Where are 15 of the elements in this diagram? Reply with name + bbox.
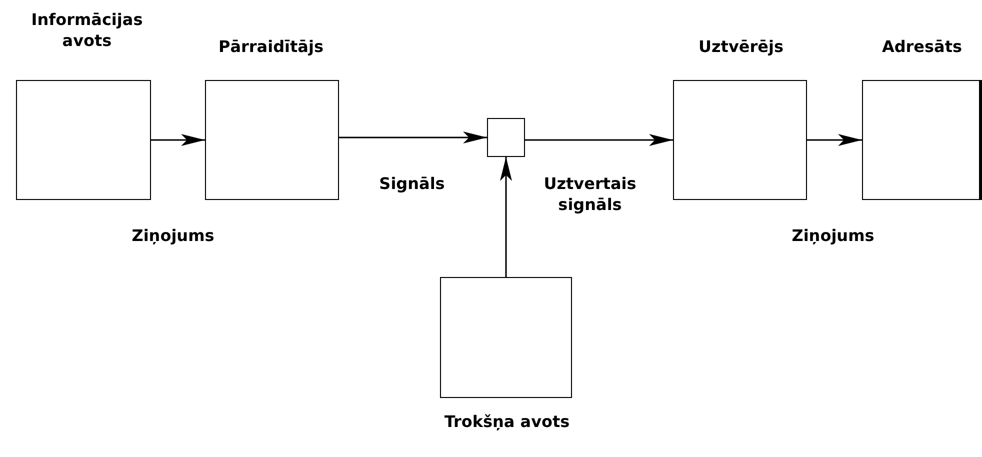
block-title: Informācijas avots xyxy=(30,9,144,51)
arrow xyxy=(525,134,673,146)
signal-label: Signāls xyxy=(378,173,446,194)
summing-box xyxy=(487,118,525,157)
block-title: Pārraidītājs xyxy=(218,36,324,57)
block-title: Uztvērējs xyxy=(698,36,784,57)
signal-label: Ziņojums xyxy=(130,225,216,246)
arrow xyxy=(339,132,487,144)
arrow xyxy=(807,134,862,146)
arrow xyxy=(500,157,512,277)
signal-label: Ziņojums xyxy=(790,225,876,246)
arrow xyxy=(151,134,205,146)
signal-label: Uztvertais signāls xyxy=(542,173,638,215)
block-title: Trokšņa avots xyxy=(443,411,571,432)
block-title: Adresāts xyxy=(880,36,964,57)
